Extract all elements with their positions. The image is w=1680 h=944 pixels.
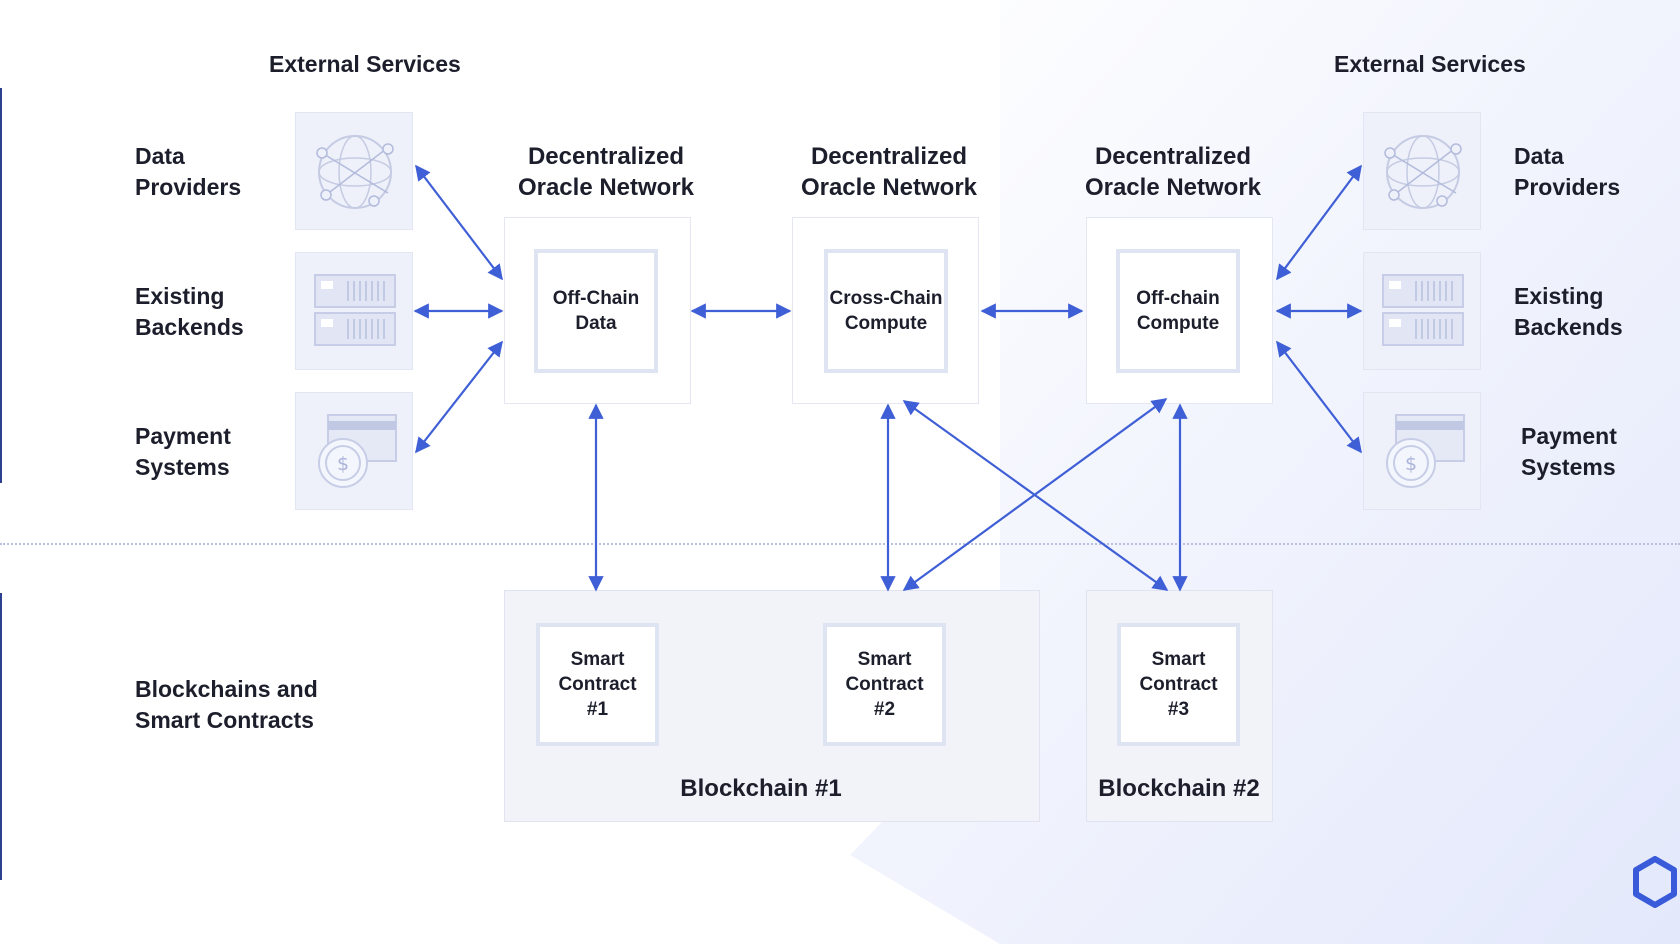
backend-tile-left — [295, 252, 413, 370]
data-provider-tile-right — [1363, 112, 1481, 230]
external-services-label-right: External Services — [1334, 51, 1526, 77]
oracle-network-title-3: Decentralized Oracle Network — [1084, 143, 1262, 201]
payment-systems-label-right: Payment Systems — [1521, 423, 1617, 480]
edge-accent-line-top — [0, 88, 2, 483]
backend-tile-right — [1363, 252, 1481, 370]
payment-tile-right: $ — [1363, 392, 1481, 510]
globe-network-icon — [316, 135, 394, 209]
server-rack-icon — [1382, 274, 1464, 346]
existing-backends-label-left: Existing Backends — [135, 283, 244, 340]
server-rack-icon — [314, 274, 396, 346]
svg-text:$: $ — [1405, 453, 1417, 475]
globe-network-icon — [1384, 135, 1462, 209]
smart-contract-3-box: Smart Contract #3 — [1117, 623, 1240, 746]
smart-contract-2-box: Smart Contract #2 — [823, 623, 946, 746]
data-provider-tile-left — [295, 112, 413, 230]
card-coin-icon: $ — [318, 414, 397, 488]
svg-text:$: $ — [337, 453, 349, 475]
oracle-network-title-1: Decentralized Oracle Network — [517, 143, 695, 201]
edge-accent-line-bottom — [0, 593, 2, 880]
blockchain-1-label: Blockchain #1 — [680, 775, 842, 802]
cross-chain-compute-box: Cross-Chain Compute — [824, 249, 948, 373]
off-chain-data-box: Off-Chain Data — [534, 249, 658, 373]
external-services-label-left: External Services — [269, 51, 461, 77]
existing-backends-label-right: Existing Backends — [1514, 283, 1623, 340]
blockchain-2-label: Blockchain #2 — [1098, 775, 1260, 802]
data-providers-label-left: Data Providers — [135, 143, 242, 200]
payment-systems-label-left: Payment Systems — [135, 423, 231, 480]
card-coin-icon: $ — [1386, 414, 1465, 488]
chainlink-hexagon-icon — [1633, 856, 1677, 908]
off-chain-compute-box: Off-chain Compute — [1116, 249, 1240, 373]
on-off-chain-divider — [0, 543, 1680, 545]
data-providers-label-right: Data Providers — [1514, 143, 1621, 200]
blockchains-and-smart-contracts-label: Blockchains and Smart Contracts — [135, 676, 318, 733]
oracle-network-title-2: Decentralized Oracle Network — [800, 143, 978, 201]
payment-tile-left: $ — [295, 392, 413, 510]
smart-contract-1-box: Smart Contract #1 — [536, 623, 659, 746]
